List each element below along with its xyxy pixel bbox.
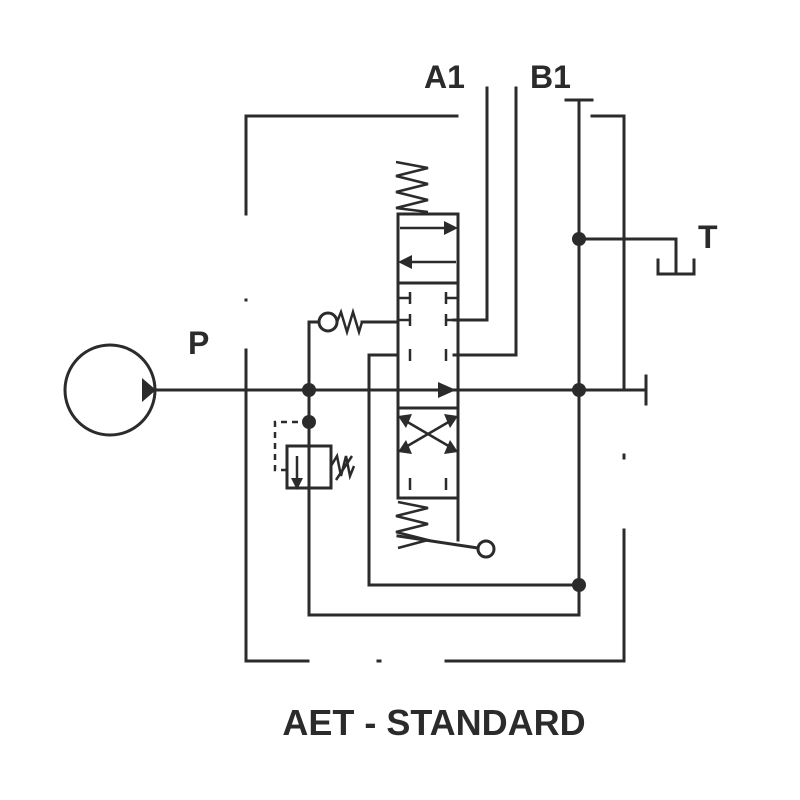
housing-outline [244, 114, 626, 663]
check-valve-spring [317, 307, 400, 337]
pressure-line [154, 374, 648, 406]
pump-symbol [63, 343, 157, 437]
port-label-a1: A1 [424, 59, 465, 95]
valve-port-stubs [398, 292, 458, 361]
port-label-p: P [188, 325, 209, 361]
port-label-b1: B1 [530, 59, 571, 95]
junction-dots [302, 232, 586, 592]
return-lines [307, 320, 581, 617]
port-label-t: T [698, 219, 718, 255]
top-spring [395, 160, 429, 214]
directional-valve [396, 212, 460, 500]
lever-actuator [395, 496, 496, 559]
relief-valve [273, 420, 356, 490]
diagram-caption: AET - STANDARD [282, 702, 585, 743]
port-lines [452, 86, 696, 617]
